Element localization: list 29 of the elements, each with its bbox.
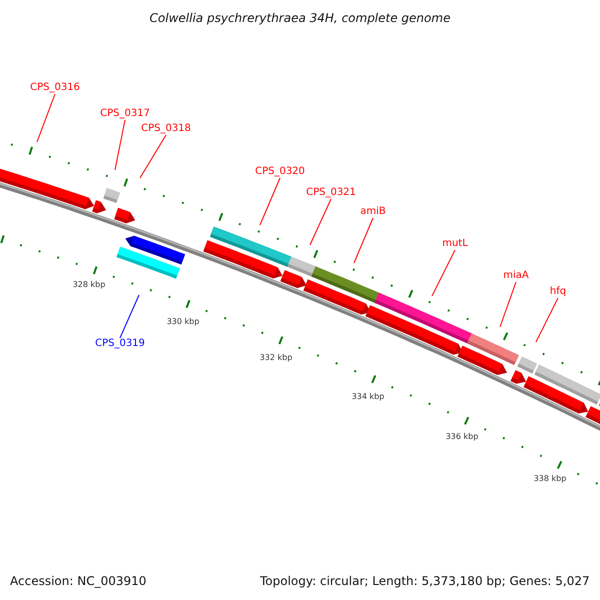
scale-label: 336 kbp [446,433,478,441]
scale-label: 330 kbp [166,318,200,326]
scale-label: 334 kbp [352,393,384,401]
leader-line [140,134,166,178]
scale-label: 332 kbp [260,354,292,362]
gene-label: CPS_0318 [141,124,191,134]
leader-line [432,250,456,296]
gene-label: mutL [442,239,468,249]
gene-label: CPS_0321 [306,188,356,198]
leader-line [536,298,558,342]
scale-label: 338 kbp [534,475,566,483]
gene-label: CPS_0317 [100,109,150,119]
footer-text: Topology: circular; Length: 5,373,180 bp; Genes: 5,027 [260,575,590,587]
leader-line [500,282,516,328]
leader-line [36,94,56,142]
leader-line [120,294,140,338]
gene-label: hfq [550,287,566,297]
gene-label: CPS_0316 [30,83,80,93]
leader-line [114,120,126,170]
title: Colwellia psychrerythraea 34H, complete genome [150,12,450,24]
gene-label: amiB [360,207,386,217]
footer-text: Accession: NC_003910 [10,575,146,587]
scale-label: 328 kbp [72,281,106,289]
gene-label: CPS_0320 [255,167,305,177]
leader-line [310,198,332,246]
leader-line [354,218,374,264]
leader-line [260,178,280,226]
gene-label: miaA [503,271,529,281]
gene-label: CPS_0319 [95,339,145,349]
